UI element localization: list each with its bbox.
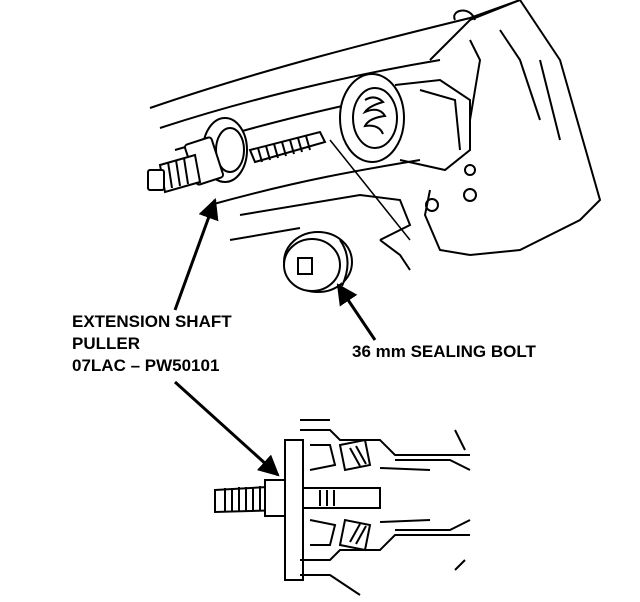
extension-housing — [339, 73, 477, 212]
sealing-bolt-label: 36 mm SEALING BOLT — [352, 342, 536, 361]
cross-section-detail — [214, 419, 471, 596]
callout-arrows — [173, 198, 377, 477]
puller-label-line3: 07LAC – PW50101 — [72, 356, 220, 375]
extension-shaft-puller-upper — [147, 117, 327, 194]
puller-label-line1: EXTENSION SHAFT — [72, 312, 232, 331]
sealing-bolt — [283, 231, 353, 293]
puller-label-line2: PULLER — [72, 334, 140, 353]
extension-shaft-puller-label: EXTENSION SHAFT PULLER 07LAC – PW50101 — [72, 311, 232, 377]
